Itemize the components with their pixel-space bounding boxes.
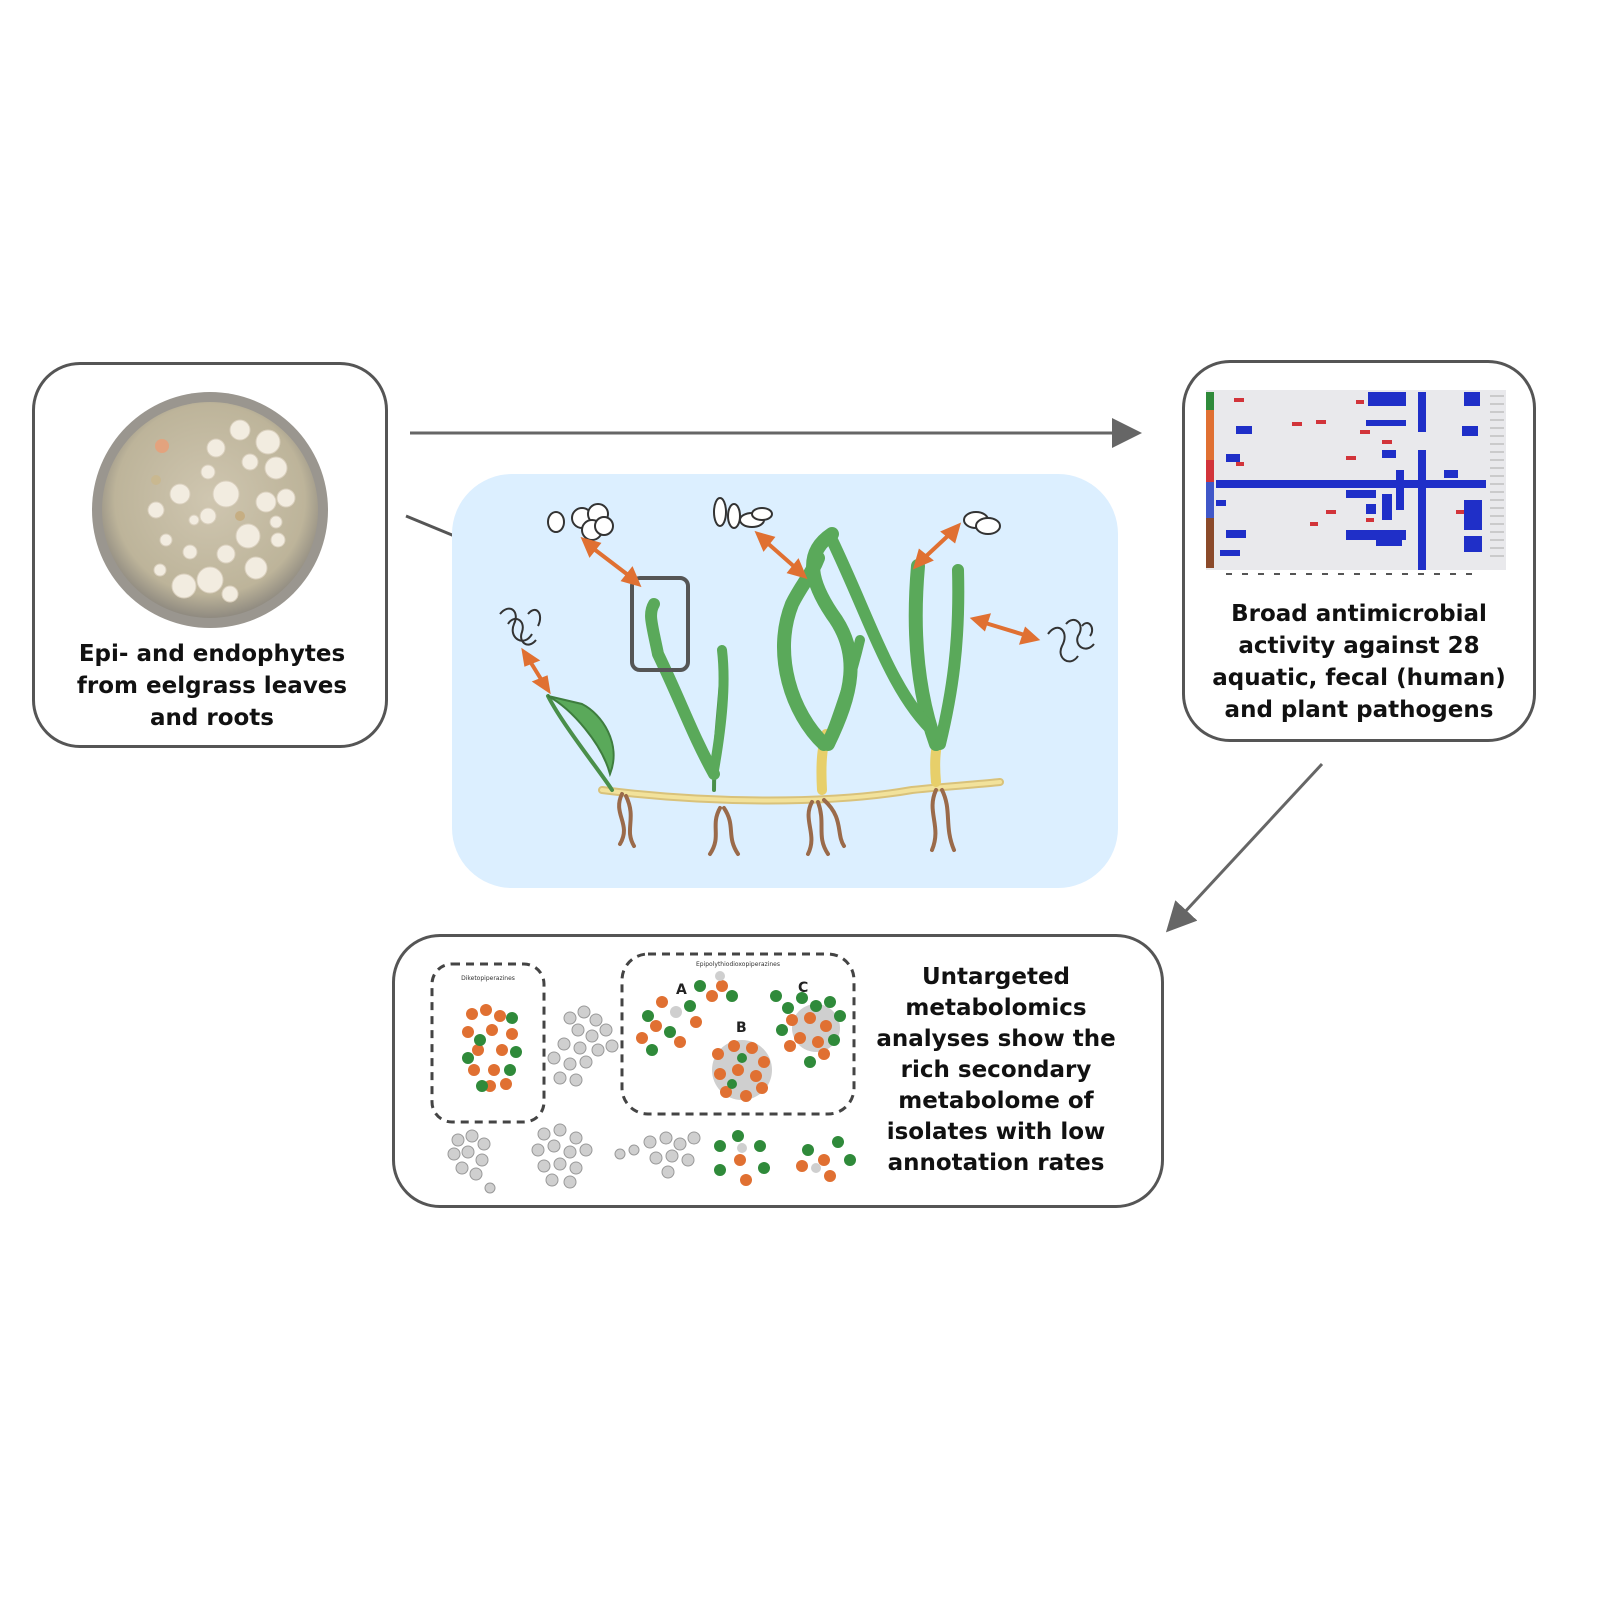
metabolomics-caption-line: analyses show the	[876, 1026, 1116, 1052]
cluster-label-c: C	[798, 980, 808, 996]
filament-microbe-icon	[1047, 618, 1095, 663]
diplococci-icon	[963, 511, 1001, 535]
isolation-caption: Epi- and endophytes from eelgrass leaves…	[52, 638, 372, 734]
bacilli-icon	[713, 497, 773, 529]
isolation-caption-line: from eelgrass leaves	[76, 673, 348, 699]
cluster-box-2-title: Epipolythiodioxopiperazines	[696, 961, 780, 968]
metabolomics-caption-line: annotation rates	[887, 1150, 1105, 1176]
filament-microbe-icon	[499, 607, 542, 646]
metabolomics-caption-line: Untargeted	[921, 964, 1071, 990]
metabolomics-panel	[392, 934, 1164, 1208]
cluster-label-a: A	[676, 982, 687, 998]
metabolomics-caption-line: metabolome of	[898, 1088, 1094, 1114]
metabolomics-caption-line: rich secondary	[900, 1057, 1092, 1083]
isolation-caption-line: Epi- and endophytes	[78, 641, 346, 667]
cluster-diketopiperazines	[462, 1004, 522, 1092]
eelgrass-illustration	[499, 497, 1095, 856]
antimicrobial-caption-line: Broad antimicrobial	[1231, 601, 1487, 627]
cluster-box-1-title: Diketopiperazines	[461, 975, 515, 982]
antimicrobial-caption-line: activity against 28	[1238, 633, 1480, 659]
metabolomics-caption: Untargeted metabolomics analyses show th…	[876, 962, 1116, 1179]
petri-dish-image	[92, 392, 328, 628]
isolation-caption-line: and roots	[150, 705, 274, 731]
metabolomics-caption-line: metabolomics	[905, 995, 1087, 1021]
arrow-to-metabolomics	[1165, 762, 1324, 933]
cluster-label-b: B	[736, 1020, 747, 1036]
cocci-cluster-icon	[547, 503, 614, 541]
antimicrobial-caption: Broad antimicrobial activity against 28 …	[1196, 598, 1522, 726]
molecular-network: Diketopiperazines Epipolythiodioxopipera…	[430, 952, 856, 1194]
metabolomics-caption-line: isolates with low	[886, 1119, 1106, 1145]
antimicrobial-caption-line: aquatic, fecal (human)	[1212, 665, 1506, 691]
antimicrobial-heatmap	[1206, 390, 1506, 575]
antimicrobial-caption-line: and plant pathogens	[1224, 697, 1494, 723]
